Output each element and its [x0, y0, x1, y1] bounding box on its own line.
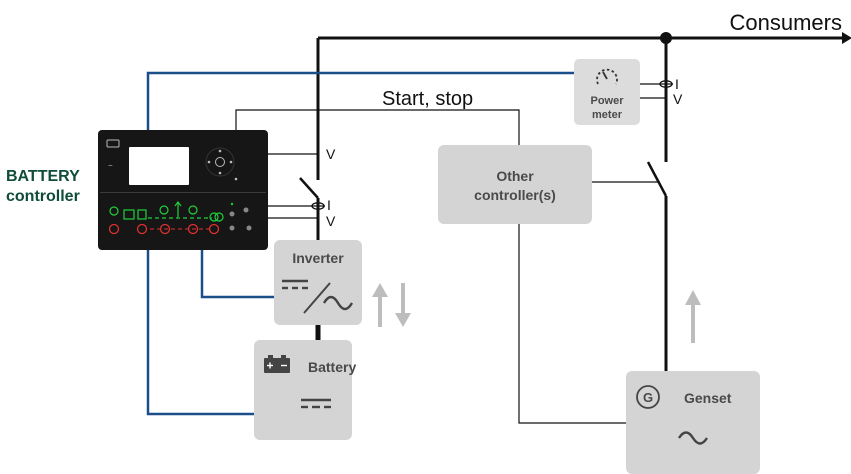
- generator-icon: G: [636, 385, 660, 409]
- genset-label: Genset: [684, 390, 732, 406]
- battery-branch-wiring: [267, 153, 325, 342]
- controller-nav-pad[interactable]: [205, 147, 238, 181]
- dc-symbol-icon: [301, 398, 331, 409]
- gauge-icon: [596, 68, 618, 85]
- comm-to-power-meter: [146, 71, 574, 133]
- controller-minus-key[interactable]: −: [108, 161, 113, 170]
- comm-to-battery: [146, 250, 254, 416]
- power-meter-current-label: I: [675, 76, 679, 92]
- inverter-divider: [303, 282, 331, 314]
- genset-breaker: [646, 161, 668, 197]
- power-meter-voltage-label: V: [673, 91, 683, 107]
- other-to-genset-line: [518, 224, 626, 424]
- consumers-arrowhead: [842, 32, 851, 44]
- arrow-up-icon: [372, 283, 388, 327]
- arrow-down-icon: [395, 283, 411, 327]
- other-controllers-line1: Other: [496, 168, 534, 184]
- other-controllers-box: Other controller(s): [438, 145, 592, 224]
- controller-logo: [106, 139, 120, 148]
- controller-side-keys[interactable]: [229, 202, 252, 231]
- ac-wave-icon: [677, 431, 709, 445]
- battery-breaker: [299, 177, 319, 199]
- battery-box: Battery: [254, 340, 356, 440]
- dc-symbol-icon: [282, 279, 308, 290]
- power-meter: Power meter: [574, 59, 640, 125]
- battery-label: Battery: [308, 359, 356, 375]
- start-stop-label: Start, stop: [382, 88, 473, 110]
- battery-bus-voltage-label: V: [326, 146, 336, 162]
- battery-controller-device: −: [98, 130, 268, 250]
- battery-controller-title-line2: controller: [6, 188, 80, 205]
- comm-to-inverter: [200, 250, 274, 299]
- battery-controller-title-line1: BATTERY: [6, 168, 80, 185]
- battery-current-label: I: [327, 197, 331, 213]
- battery-voltage-label: V: [326, 213, 336, 229]
- other-controllers-line2: controller(s): [474, 187, 556, 203]
- genset-symbol: G: [643, 390, 653, 405]
- busbar: [316, 32, 851, 165]
- genset-box: G Genset: [626, 371, 760, 474]
- start-stop-line: [235, 109, 626, 424]
- consumers-label: Consumers: [730, 10, 842, 35]
- power-meter-label-line1: Power: [590, 95, 624, 107]
- inverter-box: Inverter: [274, 240, 362, 325]
- power-meter-label-line2: meter: [592, 109, 623, 121]
- controller-display: [129, 147, 189, 185]
- inverter-label: Inverter: [292, 250, 344, 266]
- arrow-up-icon: [685, 290, 701, 343]
- controller-mimic-diagram: [109, 201, 224, 222]
- communication-lines: [146, 71, 574, 416]
- battery-icon: [264, 355, 290, 373]
- ac-wave-icon: [322, 295, 354, 311]
